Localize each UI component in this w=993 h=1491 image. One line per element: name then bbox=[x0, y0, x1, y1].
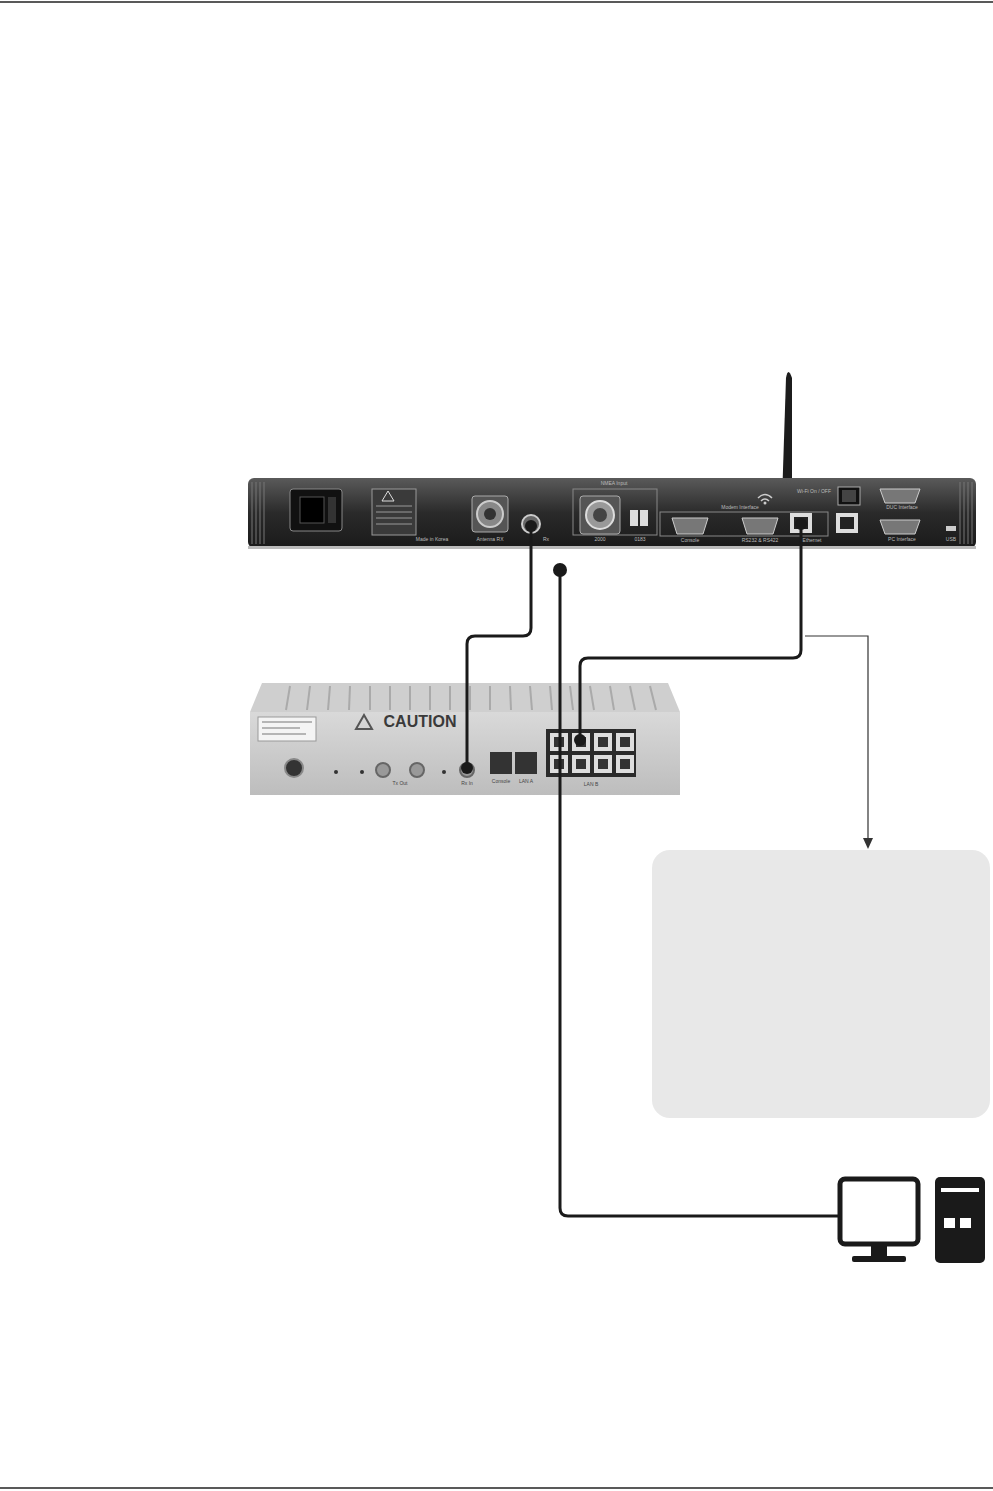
port-label: Modem Interface bbox=[721, 505, 759, 510]
cable-dot bbox=[553, 563, 567, 577]
pc-icon bbox=[840, 1177, 985, 1263]
port-label: DUC Interface bbox=[886, 505, 918, 510]
port-label: USB bbox=[946, 537, 956, 542]
port-label: NMEA Input bbox=[601, 481, 628, 486]
port-label: Made in Korea bbox=[416, 537, 449, 542]
page-rule bbox=[0, 1487, 993, 1489]
callout-arrow bbox=[805, 636, 868, 840]
port-label: 0183 bbox=[634, 537, 645, 542]
rack-unit bbox=[248, 478, 976, 549]
callout-panel bbox=[652, 850, 990, 1118]
cable-dot bbox=[525, 520, 537, 532]
port-label: LAN A bbox=[519, 779, 533, 784]
caution-label: CAUTION bbox=[384, 714, 457, 730]
port-label: Console bbox=[492, 779, 510, 784]
port-label: 2000 bbox=[594, 537, 605, 542]
port-label: Rx In bbox=[461, 781, 473, 786]
port-label: LAN B bbox=[584, 782, 598, 787]
port-label: Rx bbox=[543, 537, 549, 542]
port-label: RS232 & RS422 bbox=[742, 538, 779, 543]
port-label: Wi-Fi On / OFF bbox=[797, 489, 831, 494]
port-label: Antenna RX bbox=[477, 537, 504, 542]
cable-dot bbox=[461, 762, 473, 774]
cable-dot bbox=[795, 518, 807, 530]
modem-unit bbox=[250, 683, 680, 795]
port-label: Console bbox=[681, 538, 699, 543]
port-label: Tx Out bbox=[392, 781, 407, 786]
port-label: Ethernet bbox=[803, 538, 822, 543]
page-rule bbox=[0, 1, 993, 3]
cable-dot bbox=[574, 734, 586, 746]
arrow-head bbox=[863, 838, 873, 849]
port-label: PC Interface bbox=[888, 537, 916, 542]
